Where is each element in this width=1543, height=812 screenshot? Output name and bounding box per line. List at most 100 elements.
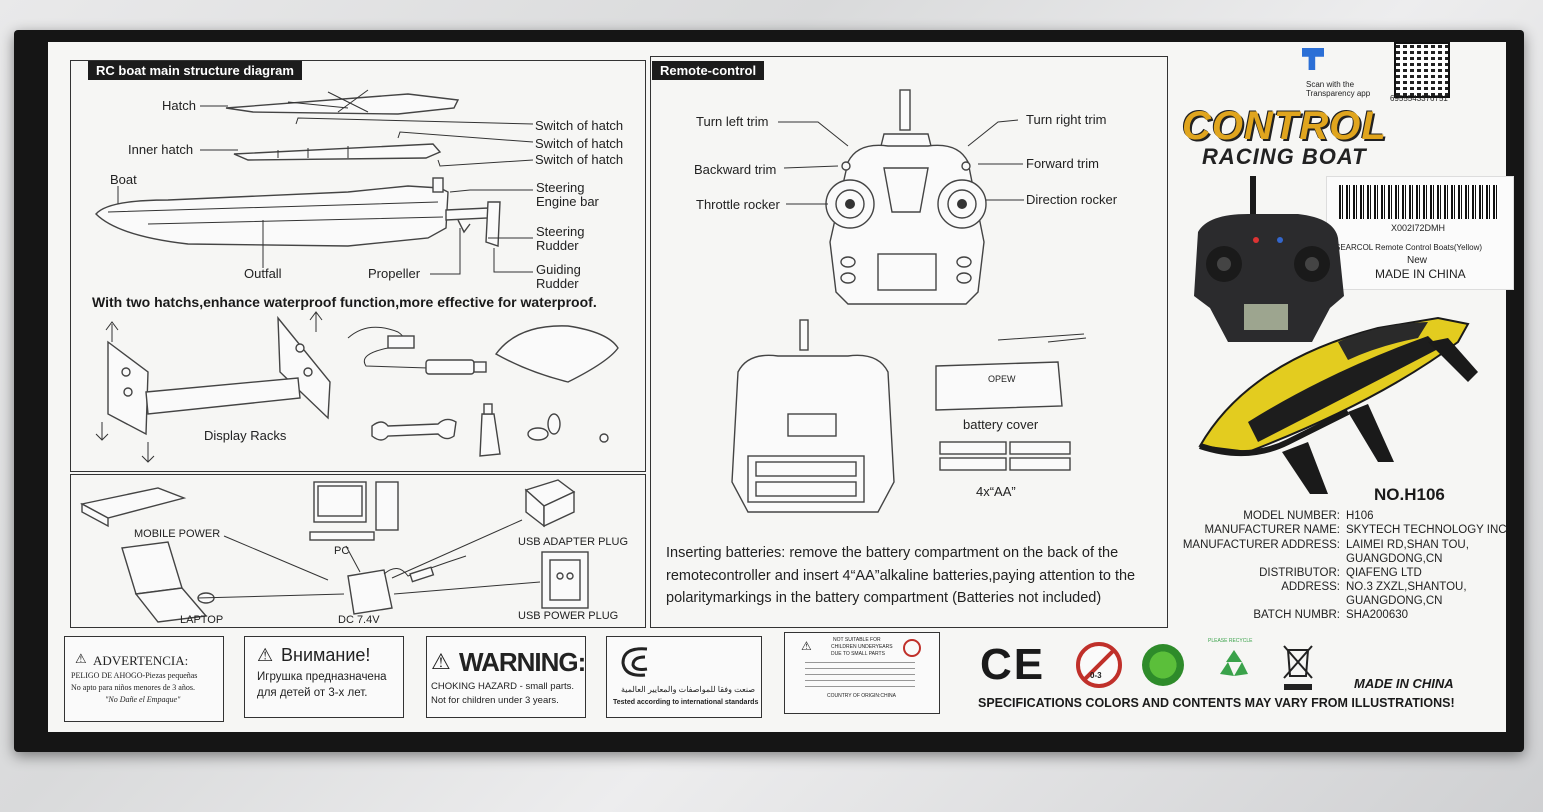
label-forward: Forward trim [1026,156,1099,171]
tested-line: Tested according to international standa… [613,699,759,706]
ar-line: صنعت وفقا للمواصفات والمعايير العالمية [621,685,756,694]
warning-triangle-icon: ⚠ [257,645,274,665]
charging-frame [70,474,646,628]
label-dc: DC 7.4V [338,614,380,626]
spec-value: GUANGDONG,CN [1346,553,1443,565]
logo-control: CONTROL [1182,104,1387,148]
sticker-origin: MADE IN CHINA [1375,267,1466,281]
spec-value: H106 [1346,510,1374,522]
structure-frame [70,60,646,472]
structure-title: RC boat main structure diagram [88,61,302,80]
spec-value: SKYTECH TECHNOLOGY INC [1346,524,1507,536]
no-small-parts-icon [903,639,921,657]
label-steering-engine-1: Steering [536,180,585,195]
weee-bin-icon [1283,645,1313,690]
sm-line-4: COUNTRY OF ORIGIN:CHINA [827,693,896,699]
label-switch-2: Switch of hatch [535,136,624,151]
label-throttle: Throttle rocker [696,197,780,212]
spec-value: SHA200630 [1346,609,1409,621]
es-line-3: "No Dañe el Empaque" [105,695,181,704]
qr-number: 6955543376751 [1390,94,1448,103]
label-turn-right: Turn right trim [1026,112,1107,127]
warning-russian: ⚠ Внимание! Игрушка предназначена для де… [244,636,404,718]
label-direction: Direction rocker [1026,192,1118,207]
spec-key: ADDRESS: [1281,581,1340,593]
label-pc: PC [334,545,350,557]
label-guiding-rudder-2: Rudder [536,276,579,291]
sticker-desc: SEARCOL Remote Control Boats(Yellow) [1335,243,1483,252]
spec-key: BATCH NUMBR: [1253,609,1340,621]
label-backward: Backward trim [694,162,777,177]
made-in-china: MADE IN CHINA [1354,676,1454,691]
spec-key: MODEL NUMBER: [1243,510,1340,522]
label-switch-3: Switch of hatch [535,152,624,167]
en-title: WARNING: [459,647,586,677]
box-back-panel: RC boat main structure diagram Hatch Inn… [48,42,1514,732]
waterproof-note: With two hatchs,enhance waterproof funct… [92,294,597,310]
sticker-cond: New [1407,255,1428,266]
en-line-2: Not for children under 3 years. [431,695,559,706]
standards-badge: صنعت وفقا للمواصفات والمعايير العالمية T… [606,636,762,718]
es-title: ADVERTENCIA: [93,653,189,668]
warning-english: ⚠ WARNING: CHOKING HAZARD - small parts.… [426,636,586,718]
ce-mark: CE [980,640,1046,689]
spec-key: MANUFACTURER NAME: [1204,524,1340,536]
label-usb-power: USB POWER PLUG [518,610,619,622]
ru-title: Внимание! [281,645,371,665]
logo-racing-boat: RACING BOAT [1202,144,1367,169]
ru-line-2: для детей от 3-х лет. [257,687,368,699]
label-display-racks: Display Racks [204,428,287,443]
spec-value: QIAFENG LTD [1346,567,1422,579]
model-no: NO.H106 [1374,485,1445,504]
label-turn-left: Turn left trim [696,114,769,129]
label-laptop: LAPTOP [180,614,224,626]
no-under-3-icon: 0-3 [1076,642,1122,688]
sm-line-2: CHILDREN UNDERYEARS [831,644,893,650]
warning-triangle-icon: ⚠ [75,651,87,666]
ru-line-1: Игрушка предназначена [257,671,387,683]
specs-note: SPECIFICATIONS COLORS AND CONTENTS MAY V… [978,696,1455,710]
label-outfall: Outfall [244,266,282,281]
sm-line-3: DUE TO SMALL PARTS [831,651,885,657]
boat-diagram [95,89,534,275]
label-inner-hatch: Inner hatch [128,142,194,157]
warning-triangle-icon: ⚠ [431,649,451,674]
en-line-1: CHOKING HAZARD - small parts. [431,681,575,692]
remote-frame [650,56,1168,628]
label-switch-1: Switch of hatch [535,118,624,133]
charging-diagram [79,479,589,623]
warning-spanish: ADVERTENCIA: PELIGO DE AHOGO-Piezas pequ… [64,636,224,722]
spec-key: DISTRIBUTOR: [1259,567,1340,579]
label-steering-rudder-2: Rudder [536,238,579,253]
qr-code [1394,42,1450,98]
label-steering-rudder-1: Steering [536,224,585,239]
spec-key: MANUFACTURER ADDRESS: [1182,539,1340,551]
warning-triangle-icon: ⚠ [801,639,812,653]
label-steering-engine-2: Engine bar [536,194,599,209]
label-usb-adapter: USB ADAPTER PLUG [518,536,629,548]
recycle-icon [1220,650,1248,676]
sm-line-1: NOT SUITABLE FOR [833,637,881,643]
scan-text-1: Scan with the [1306,80,1355,89]
small-parts-badge: NOT SUITABLE FOR CHILDREN UNDERYEARS DUE… [784,632,940,714]
es-line-2: No apto para niños menores de 3 años. [71,683,195,692]
barcode [1339,185,1499,219]
spec-value: NO.3 ZXZL,SHANTOU, [1346,581,1467,593]
label-guiding-rudder-1: Guiding [536,262,581,277]
scan-text-2: Transparency app [1306,89,1371,98]
age-label: 0-3 [1090,671,1102,680]
label-hatch: Hatch [162,98,196,113]
product-photo [1194,176,1478,494]
fnsku-sticker: X002I72DMH SEARCOL Remote Control Boats(… [1326,176,1514,290]
standards-logo-icon [621,647,648,677]
green-dot-icon [1142,644,1184,686]
label-batteries: 4x“AA” [976,484,1016,499]
label-opew: OPEW [988,374,1016,384]
label-mobile-power: MOBILE POWER [134,528,221,540]
recycle-label: PLEASE RECYCLE [1208,638,1253,644]
battery-instructions: Inserting batteries: remove the battery … [666,545,1136,606]
spec-value: GUANGDONG,CN [1346,595,1443,607]
remote-back-drawing [731,319,1087,513]
spec-value: LAIMEI RD,SHAN TOU, [1346,539,1469,551]
remote-front-drawing [778,89,1024,305]
